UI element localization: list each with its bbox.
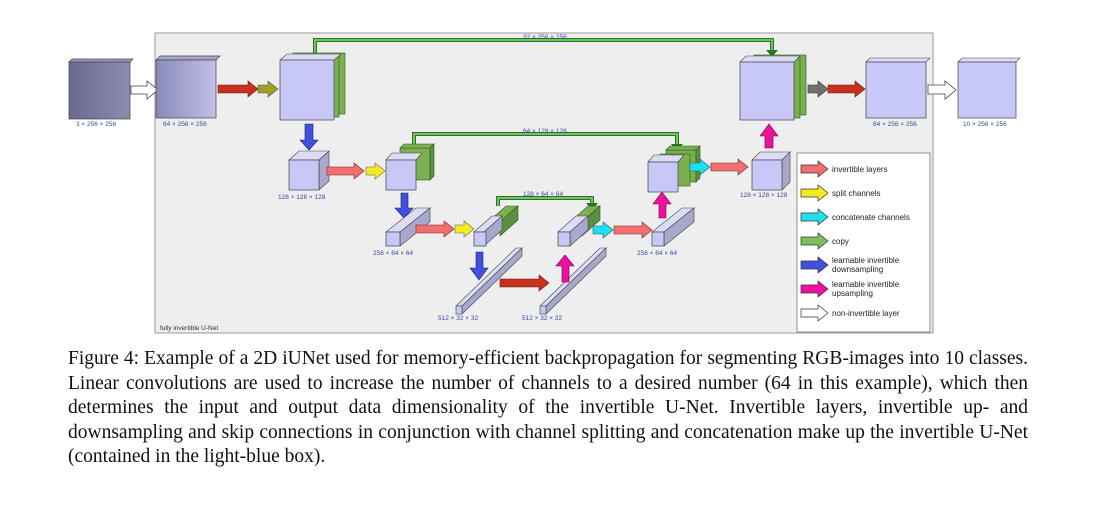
- concat-arrow-top: [807, 80, 829, 98]
- iunet-diagram: fully invertible U-Net 32 × 256 × 256 64…: [68, 32, 1021, 334]
- figure-caption: Figure 4: Example of a 2D iUNet used for…: [68, 348, 1028, 468]
- encoder-block-level2-b: [385, 143, 435, 191]
- legend-label-0: invertible layers: [832, 165, 888, 174]
- invertible-arrow-top-in: [217, 80, 259, 98]
- box-label: fully invertible U-Net: [160, 325, 218, 332]
- invertible-arrow-top-out: [827, 80, 866, 98]
- legend-arrow-4: [800, 256, 829, 274]
- dim-level2-up: 128 × 128 × 128: [740, 192, 788, 199]
- dim-lift: 64 × 256 × 256: [163, 121, 207, 128]
- concat-arrow-l3: [592, 221, 614, 239]
- dim-input: 3 × 256 × 256: [76, 121, 117, 128]
- legend-arrow-0: [800, 160, 829, 178]
- invertible-arrow-l3-up: [613, 221, 653, 239]
- dim-level2-down: 128 × 128 × 128: [278, 194, 326, 201]
- dim-bottom-b: 512 × 32 × 32: [522, 315, 563, 322]
- legend-label-3: copy: [832, 237, 849, 246]
- decoder-block-level2-b: [751, 151, 791, 191]
- invertible-arrow-bottom: [499, 274, 550, 292]
- dim-output: 10 × 256 × 256: [963, 121, 1007, 128]
- downsampling-arrow-1: [299, 123, 319, 151]
- invertible-arrow-l3: [415, 220, 455, 238]
- non-invertible-arrow-out: [927, 80, 957, 100]
- output-block: [957, 57, 1021, 119]
- legend-arrow-3: [800, 232, 829, 250]
- decoder-block-level1: [739, 54, 807, 121]
- legend-label-2: concatenate channels: [832, 213, 910, 222]
- dim-out-lift: 64 × 256 × 256: [873, 121, 917, 128]
- invertible-arrow-l2-up: [710, 158, 749, 176]
- legend-arrow-1: [800, 184, 829, 202]
- legend-arrow-5: [800, 280, 829, 298]
- bottleneck-block-b: [539, 247, 607, 315]
- encoder-block-level2-a: [288, 150, 330, 191]
- dim-level3-down: 256 × 64 × 64: [373, 250, 414, 257]
- legend: invertible layers split channels concatena…: [796, 152, 931, 333]
- concat-arrow-l2: [689, 158, 711, 176]
- invertible-arrow-l2: [326, 162, 365, 180]
- dim-bottom-a: 512 × 32 × 32: [438, 315, 479, 322]
- dim-level3-up: 256 × 64 × 64: [637, 250, 678, 257]
- dim-skip-mid: 64 × 128 × 128: [523, 128, 567, 135]
- downsampling-arrow-3: [469, 251, 489, 281]
- decoder-block-level2-a: [647, 145, 701, 193]
- dim-skip-top: 32 × 256 × 256: [523, 34, 567, 41]
- upsampling-arrow-1: [555, 254, 575, 283]
- decoder-block-level3-b: [651, 207, 695, 247]
- split-arrow-l2: [365, 162, 386, 180]
- upsampling-arrow-3: [759, 123, 779, 149]
- non-invertible-arrow-in: [130, 80, 159, 100]
- decoder-block-level3-a: [557, 205, 601, 247]
- encoder-block-level1: [279, 52, 346, 121]
- input-image-block: [68, 58, 134, 120]
- encoder-block-level3-a: [385, 207, 431, 247]
- split-arrow-top: [257, 80, 279, 98]
- out-lift-block: [865, 57, 931, 119]
- split-arrow-l3: [454, 220, 475, 238]
- downsampling-arrow-2: [394, 192, 414, 219]
- legend-arrow-6: [800, 304, 829, 322]
- skip-connection-top: [313, 38, 778, 57]
- dim-skip-low: 128 × 64 × 64: [523, 191, 564, 198]
- bottleneck-block-a: [455, 247, 523, 315]
- legend-label-1: split channels: [832, 189, 880, 198]
- legend-label-6: non-invertible layer: [832, 309, 900, 318]
- legend-arrow-2: [800, 208, 829, 226]
- upsampling-arrow-2: [652, 191, 672, 219]
- lift-block: [155, 55, 221, 119]
- encoder-block-level3-b: [473, 205, 519, 247]
